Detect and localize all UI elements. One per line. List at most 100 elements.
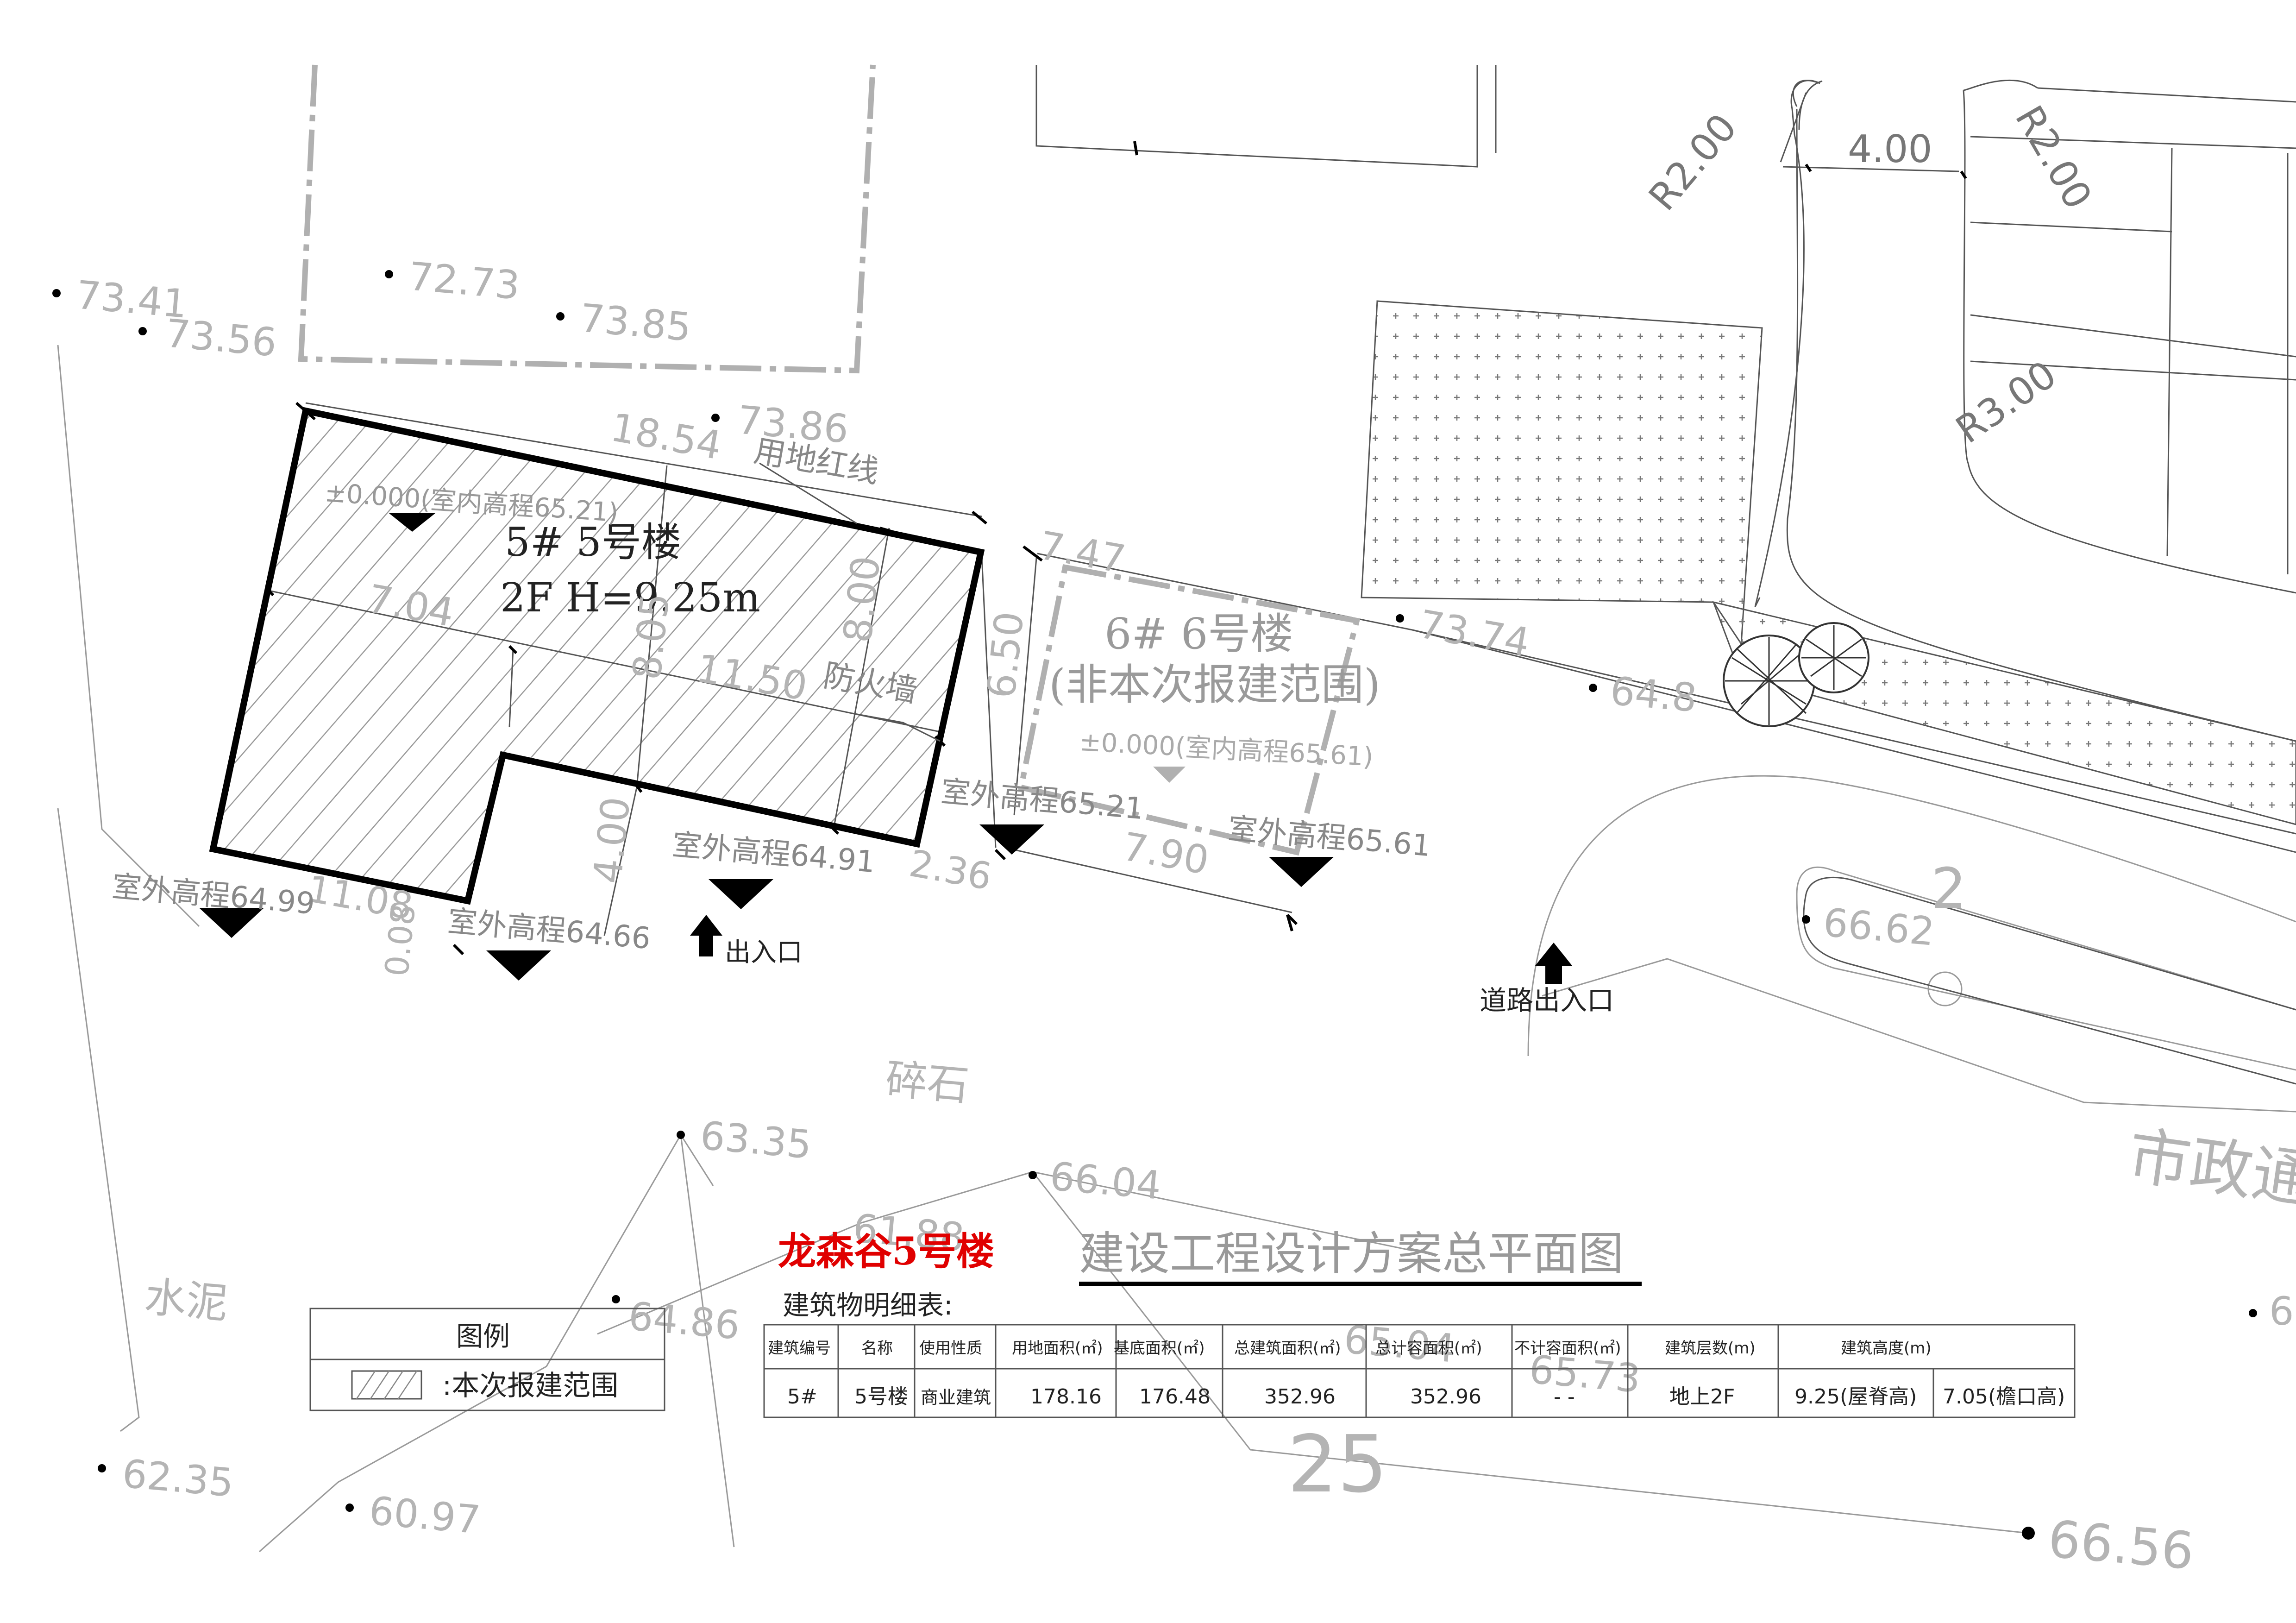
table-cell: 5号楼 xyxy=(854,1385,908,1409)
hatch-line xyxy=(222,411,686,901)
faint-number: 65.04 xyxy=(1342,1316,1457,1371)
table-header: 总建筑面积(㎡) xyxy=(1234,1339,1341,1358)
hatch-line xyxy=(213,411,491,901)
table-header: 建筑层数(m) xyxy=(1665,1339,1756,1358)
outdoor-level: 室外高程64.66 xyxy=(446,904,652,956)
dimension: 7.90 xyxy=(1119,824,1212,883)
spot-level: 66.62 xyxy=(1821,900,1936,955)
hatch-line xyxy=(213,411,394,901)
title-block: 龙森谷5号楼 建设工程设计方案总平面图 xyxy=(778,1227,1642,1286)
table-cell: 352.96 xyxy=(1264,1385,1336,1409)
spot-level: 62.35 xyxy=(120,1451,235,1506)
hatch-line xyxy=(0,394,69,926)
level-marker-6521 xyxy=(979,824,1044,855)
table-header: 基底面积(㎡) xyxy=(1114,1339,1205,1358)
terrain-label: 水泥 xyxy=(143,1272,230,1328)
level-marker-6466 xyxy=(486,950,551,981)
spot-level: 66.04 xyxy=(1048,1153,1163,1208)
faint-number: 25 xyxy=(1287,1419,1387,1510)
spot-level: 64.86 xyxy=(627,1293,741,1348)
table-cell: 5# xyxy=(787,1385,817,1409)
road-dim: R3.00 xyxy=(1948,352,2064,452)
hatch-line xyxy=(0,394,199,926)
building-table: 建筑物明细表: 建筑编号 名称 使用性质 用地面积(㎡) 基底面积(㎡) 总建筑… xyxy=(763,1290,2076,1418)
spot-level: 73.56 xyxy=(163,310,278,365)
table-cell: - - xyxy=(1554,1385,1575,1409)
hatch-line xyxy=(0,394,167,926)
spot-level: 60.97 xyxy=(367,1488,482,1543)
legend-item: :本次报建范围 xyxy=(442,1370,618,1402)
drawing-text: 73.41 73.56 72.73 73.85 73.86 73.74 64.8… xyxy=(74,99,2296,1581)
faint-number: 65.73 xyxy=(1527,1346,1642,1402)
table-cell: 352.96 xyxy=(1410,1385,1481,1409)
dimension: 2.36 xyxy=(906,842,995,899)
table-caption: 建筑物明细表: xyxy=(783,1290,953,1321)
spot-level: 64.8 xyxy=(1608,668,1699,721)
outdoor-level: 室外高程65.61 xyxy=(1227,812,1432,863)
hatch-line xyxy=(0,394,37,926)
hatch-line xyxy=(213,411,264,901)
road-dim: R2.00 xyxy=(1641,106,1746,219)
hatch-line xyxy=(213,411,362,901)
spot-level: 73.41 xyxy=(74,272,189,327)
table-cell: 商业建筑 xyxy=(921,1387,991,1408)
table-header: 建筑编号 xyxy=(768,1339,831,1358)
spot-level: 6 xyxy=(2269,1289,2294,1334)
terrain-background xyxy=(57,345,2296,1553)
table-header: 不计容面积(㎡) xyxy=(1514,1339,1621,1358)
spot-level: 73.74 xyxy=(1416,601,1533,665)
building-5-indoor-level: ±0.000(室内高程65.21) xyxy=(324,478,619,528)
table-header: 建筑高度(m) xyxy=(1841,1339,1932,1358)
level-marker-6499 xyxy=(199,908,264,938)
level-marker-6561 xyxy=(1269,857,1334,887)
table-cell: 176.48 xyxy=(1139,1385,1211,1409)
road-dim: R2.00 xyxy=(2007,99,2100,217)
building-6-outline xyxy=(1017,564,1361,856)
hatch-line xyxy=(213,411,589,901)
table-header: 名称 xyxy=(861,1339,893,1358)
spot-level: 73.86 xyxy=(735,397,850,452)
road-entrance-label: 道路出入口 xyxy=(1480,985,1614,1016)
firewall-label: 防火墙 xyxy=(821,657,920,710)
dimension: 8.00 xyxy=(834,554,889,645)
indoor-level-marker xyxy=(389,513,435,532)
hatch-line xyxy=(0,394,134,926)
building-6-name: 6# 6号楼 xyxy=(1104,609,1293,659)
spot-level: 72.73 xyxy=(407,253,521,308)
tree-symbols xyxy=(1723,622,1869,727)
dimension: 4.00 xyxy=(584,795,639,886)
dimension: 8.05 xyxy=(624,591,678,682)
terrain-label: 市政通 xyxy=(2124,1119,2296,1217)
hatch-line xyxy=(213,411,427,901)
site-lines xyxy=(305,65,2296,1085)
level-marker-6491 xyxy=(709,879,773,909)
dimension: 7.47 xyxy=(1036,522,1129,582)
outdoor-level: 室外高程65.21 xyxy=(940,774,1145,826)
north-building-outline xyxy=(298,64,876,374)
project-title: 龙森谷5号楼 xyxy=(778,1229,994,1274)
table-header: 用地面积(㎡) xyxy=(1012,1339,1103,1358)
entrance-arrows xyxy=(690,915,1572,984)
hatch-line xyxy=(213,411,653,901)
table-cell: 9.25(屋脊高) xyxy=(1794,1385,1917,1409)
level-markers xyxy=(199,513,1334,981)
hatch-line xyxy=(213,411,329,901)
building-5-spec: 2F H=9.25m xyxy=(500,575,760,621)
faint-number: 61.88 xyxy=(851,1205,966,1260)
hatch-line xyxy=(0,394,5,926)
table-header: 使用性质 xyxy=(919,1339,982,1358)
terrain-label: 碎石 xyxy=(884,1055,971,1110)
drawing-title: 建设工程设计方案总平面图 xyxy=(1079,1227,1624,1280)
dimension: 6.50 xyxy=(978,610,1032,700)
spot-level-dots xyxy=(52,270,2257,1540)
outdoor-level: 室外高程64.91 xyxy=(671,828,877,880)
spot-level: 66.56 xyxy=(2046,1509,2196,1581)
faint-number: 2 xyxy=(1931,857,1966,921)
spot-level: 73.85 xyxy=(578,295,693,350)
dimension: 7.04 xyxy=(364,576,458,635)
building-6-note: (非本次报建范围) xyxy=(1049,660,1380,710)
table-cell: 7.05(檐口高) xyxy=(1943,1385,2065,1409)
hatch-line xyxy=(213,411,524,901)
road-dim: 4.00 xyxy=(1848,127,1932,171)
